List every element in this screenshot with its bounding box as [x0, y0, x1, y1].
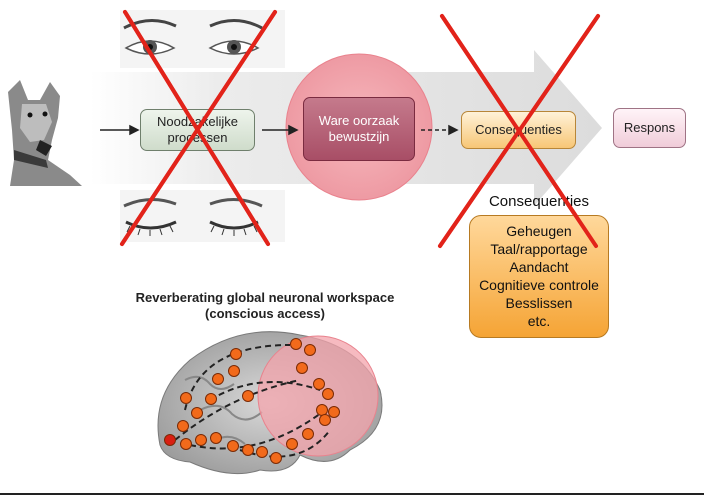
network-node — [164, 434, 176, 446]
consequences-panel-title: Consequenties — [488, 193, 590, 210]
network-node — [313, 378, 325, 390]
consequences-list: Geheugen Taal/rapportage Aandacht Cognit… — [469, 215, 609, 338]
network-node — [319, 414, 331, 426]
network-node — [180, 438, 192, 450]
workspace-caption: Reverberating global neuronal workspace … — [100, 290, 430, 322]
necessary-processes-box: Noodzakelijke processen — [140, 109, 255, 151]
response-label: Respons — [623, 120, 676, 135]
network-node — [328, 406, 340, 418]
network-node — [242, 444, 254, 456]
network-node — [290, 338, 302, 350]
network-node — [205, 393, 217, 405]
list-item: Besslissen — [505, 295, 573, 311]
list-item: Cognitieve controle — [479, 277, 599, 293]
response-box: Respons — [613, 108, 686, 148]
true-cause-box: Ware oorzaak bewustzijn — [303, 97, 415, 161]
list-item: Aandacht — [509, 259, 569, 275]
network-node — [212, 373, 224, 385]
network-node — [195, 434, 207, 446]
dog-photo — [3, 80, 83, 186]
network-node — [322, 388, 334, 400]
network-node — [230, 348, 242, 360]
workspace-highlight — [257, 335, 379, 457]
consequences-label: Consequenties — [475, 122, 562, 137]
network-node — [210, 432, 222, 444]
consequences-box: Consequenties — [461, 111, 576, 149]
network-node — [296, 362, 308, 374]
network-node — [256, 446, 268, 458]
list-item: Geheugen — [506, 223, 572, 239]
bottom-divider — [0, 493, 704, 495]
network-node — [286, 438, 298, 450]
network-node — [302, 428, 314, 440]
list-item: etc. — [527, 313, 551, 329]
network-node — [304, 344, 316, 356]
workspace-subtitle: (conscious access) — [205, 306, 325, 321]
network-node — [242, 390, 254, 402]
true-cause-label: Ware oorzaak bewustzijn — [318, 113, 400, 144]
network-node — [177, 420, 189, 432]
list-item: Taal/rapportage — [490, 241, 588, 257]
workspace-title: Reverberating global neuronal workspace — [135, 290, 395, 305]
network-node — [270, 452, 282, 464]
network-node — [180, 392, 192, 404]
network-node — [227, 440, 239, 452]
network-node — [228, 365, 240, 377]
necessary-processes-label: Noodzakelijke processen — [157, 114, 238, 145]
network-node — [316, 404, 328, 416]
network-node — [191, 407, 203, 419]
